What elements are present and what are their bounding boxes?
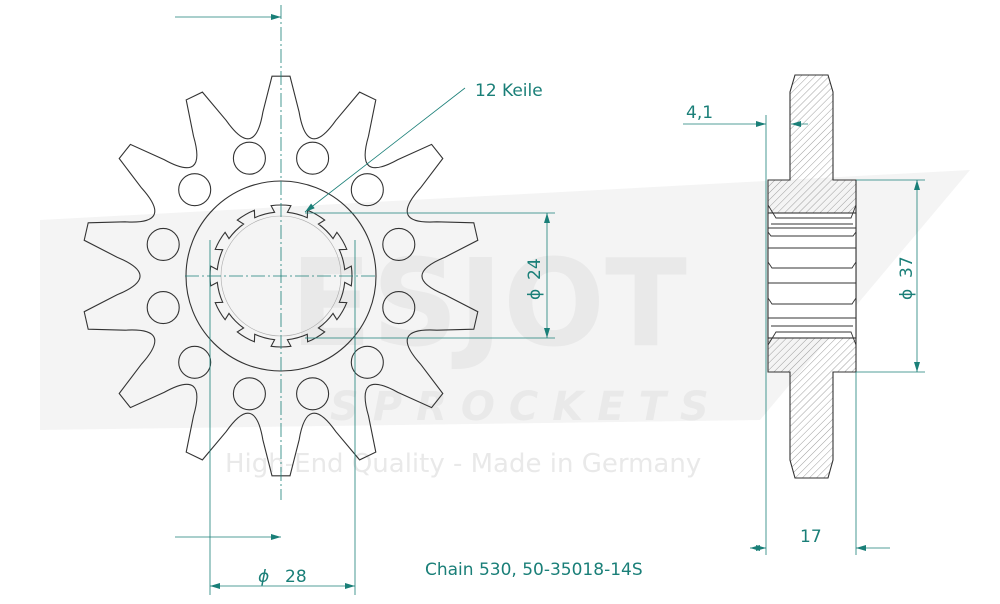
lightening-hole: [232, 141, 266, 175]
lightening-hole: [296, 141, 330, 175]
watermark-subtitle: SPROCKETS: [330, 384, 723, 430]
hub-diameter-value: 28: [285, 567, 307, 587]
sprocket-teeth-outline: [83, 75, 479, 477]
centerlines: [185, 5, 378, 500]
collar-diameter-value: 37: [897, 256, 917, 278]
lightening-hole: [146, 227, 180, 261]
tooth-offset-value: 4,1: [686, 103, 713, 123]
watermark-brand: ESJOT: [290, 235, 687, 374]
collar-diameter-label: ϕ 37: [897, 256, 917, 300]
lightening-hole: [178, 173, 212, 207]
lightening-hole: [350, 345, 384, 379]
spline-bore: [209, 204, 353, 348]
lightening-hole: [178, 345, 212, 379]
watermark-slogan: High-End Quality - Made in Germany: [225, 449, 701, 479]
lightening-hole: [382, 227, 416, 261]
sprocket-side-view: [767, 74, 857, 479]
front-dimensions: [175, 14, 555, 595]
lightening-hole: [296, 377, 330, 411]
watermark-logo: ESJOT SPROCKETS High-End Quality - Made …: [40, 170, 970, 479]
diameter-symbol: ϕ: [525, 289, 545, 300]
part-title: Chain 530, 50-35018-14S: [425, 560, 643, 580]
width-value: 17: [800, 527, 822, 547]
diameter-symbol: ϕ: [897, 289, 917, 300]
splines-callout: 12 Keile: [475, 81, 543, 101]
diameter-symbol: ϕ: [258, 567, 269, 587]
lightening-hole: [382, 291, 416, 325]
spline-diameter-value: 24: [525, 258, 545, 280]
lightening-hole: [146, 291, 180, 325]
spline-diameter-label: ϕ 24: [525, 258, 545, 300]
lightening-hole: [232, 377, 266, 411]
lightening-hole: [350, 173, 384, 207]
side-dimensions: [683, 115, 925, 555]
